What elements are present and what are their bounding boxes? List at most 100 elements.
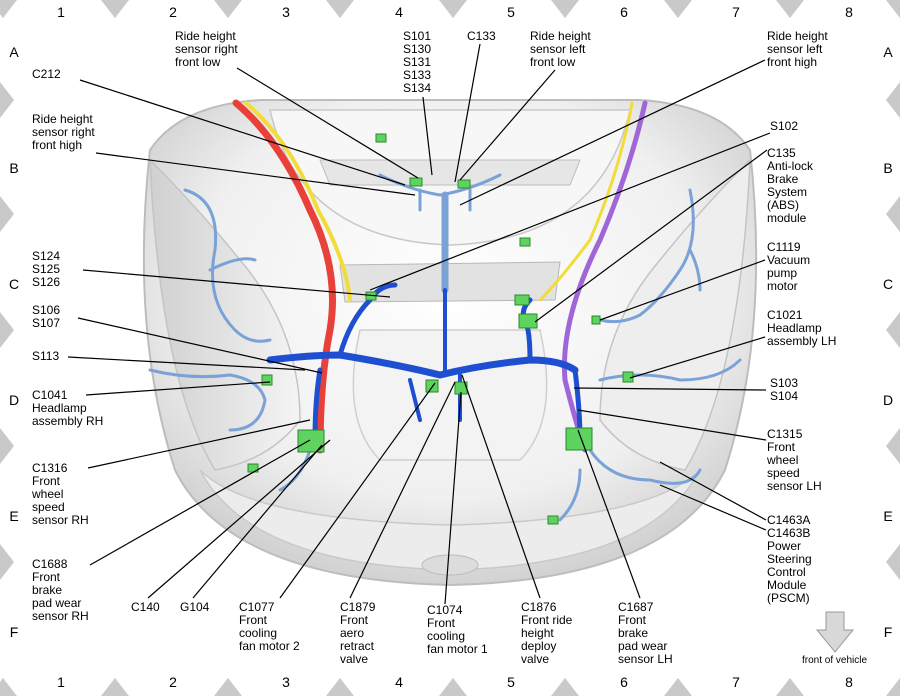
connector — [425, 379, 439, 393]
grid-marker-top — [776, 0, 804, 18]
leader-line — [77, 317, 323, 374]
leader-line — [659, 484, 767, 531]
leader-line — [95, 152, 416, 196]
wire-red — [232, 99, 336, 454]
label-c1077-fan2: C1077 Front cooling fan motor 2 — [239, 600, 300, 653]
leader-line — [454, 43, 481, 183]
grid-marker-top — [326, 0, 354, 18]
connector — [547, 515, 559, 525]
grid-letter-left-e: E — [9, 508, 19, 524]
label-s103-s104: S103 S104 — [770, 376, 799, 403]
grid-marker-left — [0, 196, 14, 232]
label-ride-height-right-front-low: Ride height sensor right front low — [175, 29, 238, 69]
grid-letter-right-b: B — [883, 160, 893, 176]
label-splices-s101-s134: S101 S130 S131 S133 S134 — [403, 29, 432, 95]
grid-marker-bottom — [326, 678, 354, 696]
label-s106-s107: S106 S107 — [32, 303, 61, 330]
left-fender — [599, 158, 751, 471]
label-c1463-pscm: C1463A C1463B Power Steering Control Mod… — [767, 513, 812, 605]
harness-light-right — [183, 188, 272, 343]
leader-line — [87, 419, 311, 469]
connector — [409, 177, 423, 187]
grid-number-top-3: 3 — [282, 4, 290, 20]
leader-line — [577, 409, 767, 441]
grid-marker-bottom — [214, 678, 242, 696]
leader-line — [459, 69, 556, 181]
connector — [591, 315, 601, 325]
radiator-opening — [352, 329, 548, 461]
grid-letter-right-a: A — [883, 44, 893, 60]
grid-marker-bottom — [0, 678, 17, 696]
grid-marker-right — [886, 196, 900, 232]
connector — [261, 374, 273, 386]
grid-marker-top — [886, 0, 900, 18]
grid-marker-top — [664, 0, 692, 18]
grid-marker-top — [0, 0, 17, 18]
label-c1021-headlamp-lh: C1021 Headlamp assembly LH — [767, 308, 837, 348]
leader-line — [192, 444, 323, 599]
label-c140: C140 — [131, 600, 160, 614]
label-c1316-wheel-rh: C1316 Front wheel speed sensor RH — [32, 461, 89, 527]
label-s102: S102 — [770, 119, 799, 133]
grid-number-top-1: 1 — [57, 4, 65, 20]
harness-dark-main — [266, 351, 579, 379]
leader-line — [459, 59, 766, 206]
leader-line — [67, 356, 306, 371]
leader-line — [279, 382, 436, 599]
leader-line — [629, 336, 766, 379]
connector — [297, 429, 325, 453]
grid-number-bottom-3: 3 — [282, 674, 290, 690]
grid-marker-bottom — [886, 678, 900, 696]
connector — [565, 427, 593, 451]
leader-line — [82, 269, 391, 298]
leader-line — [79, 79, 406, 186]
grid-marker-top — [214, 0, 242, 18]
harness-light-left — [598, 188, 702, 324]
front-arrow-icon — [815, 611, 855, 653]
grid-letter-right-e: E — [883, 508, 893, 524]
label-s124-s126: S124 S125 S126 — [32, 249, 61, 289]
grid-letter-right-c: C — [882, 276, 894, 292]
grid-number-bottom-6: 6 — [620, 674, 628, 690]
grid-letter-left-c: C — [8, 276, 20, 292]
leader-line — [599, 259, 766, 321]
front-crossmember — [339, 261, 561, 303]
connectors — [247, 133, 634, 525]
label-c1041-headlamp-rh: C1041 Headlamp assembly RH — [32, 388, 104, 428]
grid-number-bottom-7: 7 — [732, 674, 740, 690]
grid-number-bottom-2: 2 — [169, 674, 177, 690]
callout-leader-lines — [67, 43, 771, 605]
grid-marker-bottom — [776, 678, 804, 696]
grid-letter-left-b: B — [9, 160, 19, 176]
connector — [514, 294, 530, 306]
grid-marker-bottom — [551, 678, 579, 696]
connector — [518, 313, 538, 329]
grid-number-top-2: 2 — [169, 4, 177, 20]
grid-number-top-5: 5 — [507, 4, 515, 20]
label-ride-height-left-front-low: Ride height sensor left front low — [530, 29, 591, 69]
leader-line — [659, 461, 767, 521]
grid-letter-right-d: D — [882, 392, 894, 408]
grid-number-top-8: 8 — [845, 4, 853, 20]
label-c1687-brake-lh: C1687 Front brake pad wear sensor LH — [618, 600, 673, 666]
cowl-panel — [319, 159, 581, 186]
grid-number-bottom-1: 1 — [57, 674, 65, 690]
grid-marker-left — [0, 312, 14, 348]
grid-letter-left-d: D — [8, 392, 20, 408]
grid-marker-bottom — [664, 678, 692, 696]
label-ride-height-right-front-high: Ride height sensor right front high — [32, 112, 95, 152]
leader-line — [147, 439, 331, 599]
label-g104: G104 — [180, 600, 210, 614]
grid-marker-bottom — [439, 678, 467, 696]
grid-letter-left-f: F — [9, 624, 19, 640]
label-c1876-ride-deploy: C1876 Front ride height deploy valve — [521, 600, 573, 666]
grid-marker-bottom — [101, 678, 129, 696]
grid-marker-right — [886, 428, 900, 464]
leader-line — [236, 67, 419, 179]
leader-line — [89, 439, 311, 566]
grid-letter-left-a: A — [9, 44, 19, 60]
grid-number-top-7: 7 — [732, 4, 740, 20]
grid-number-top-6: 6 — [620, 4, 628, 20]
